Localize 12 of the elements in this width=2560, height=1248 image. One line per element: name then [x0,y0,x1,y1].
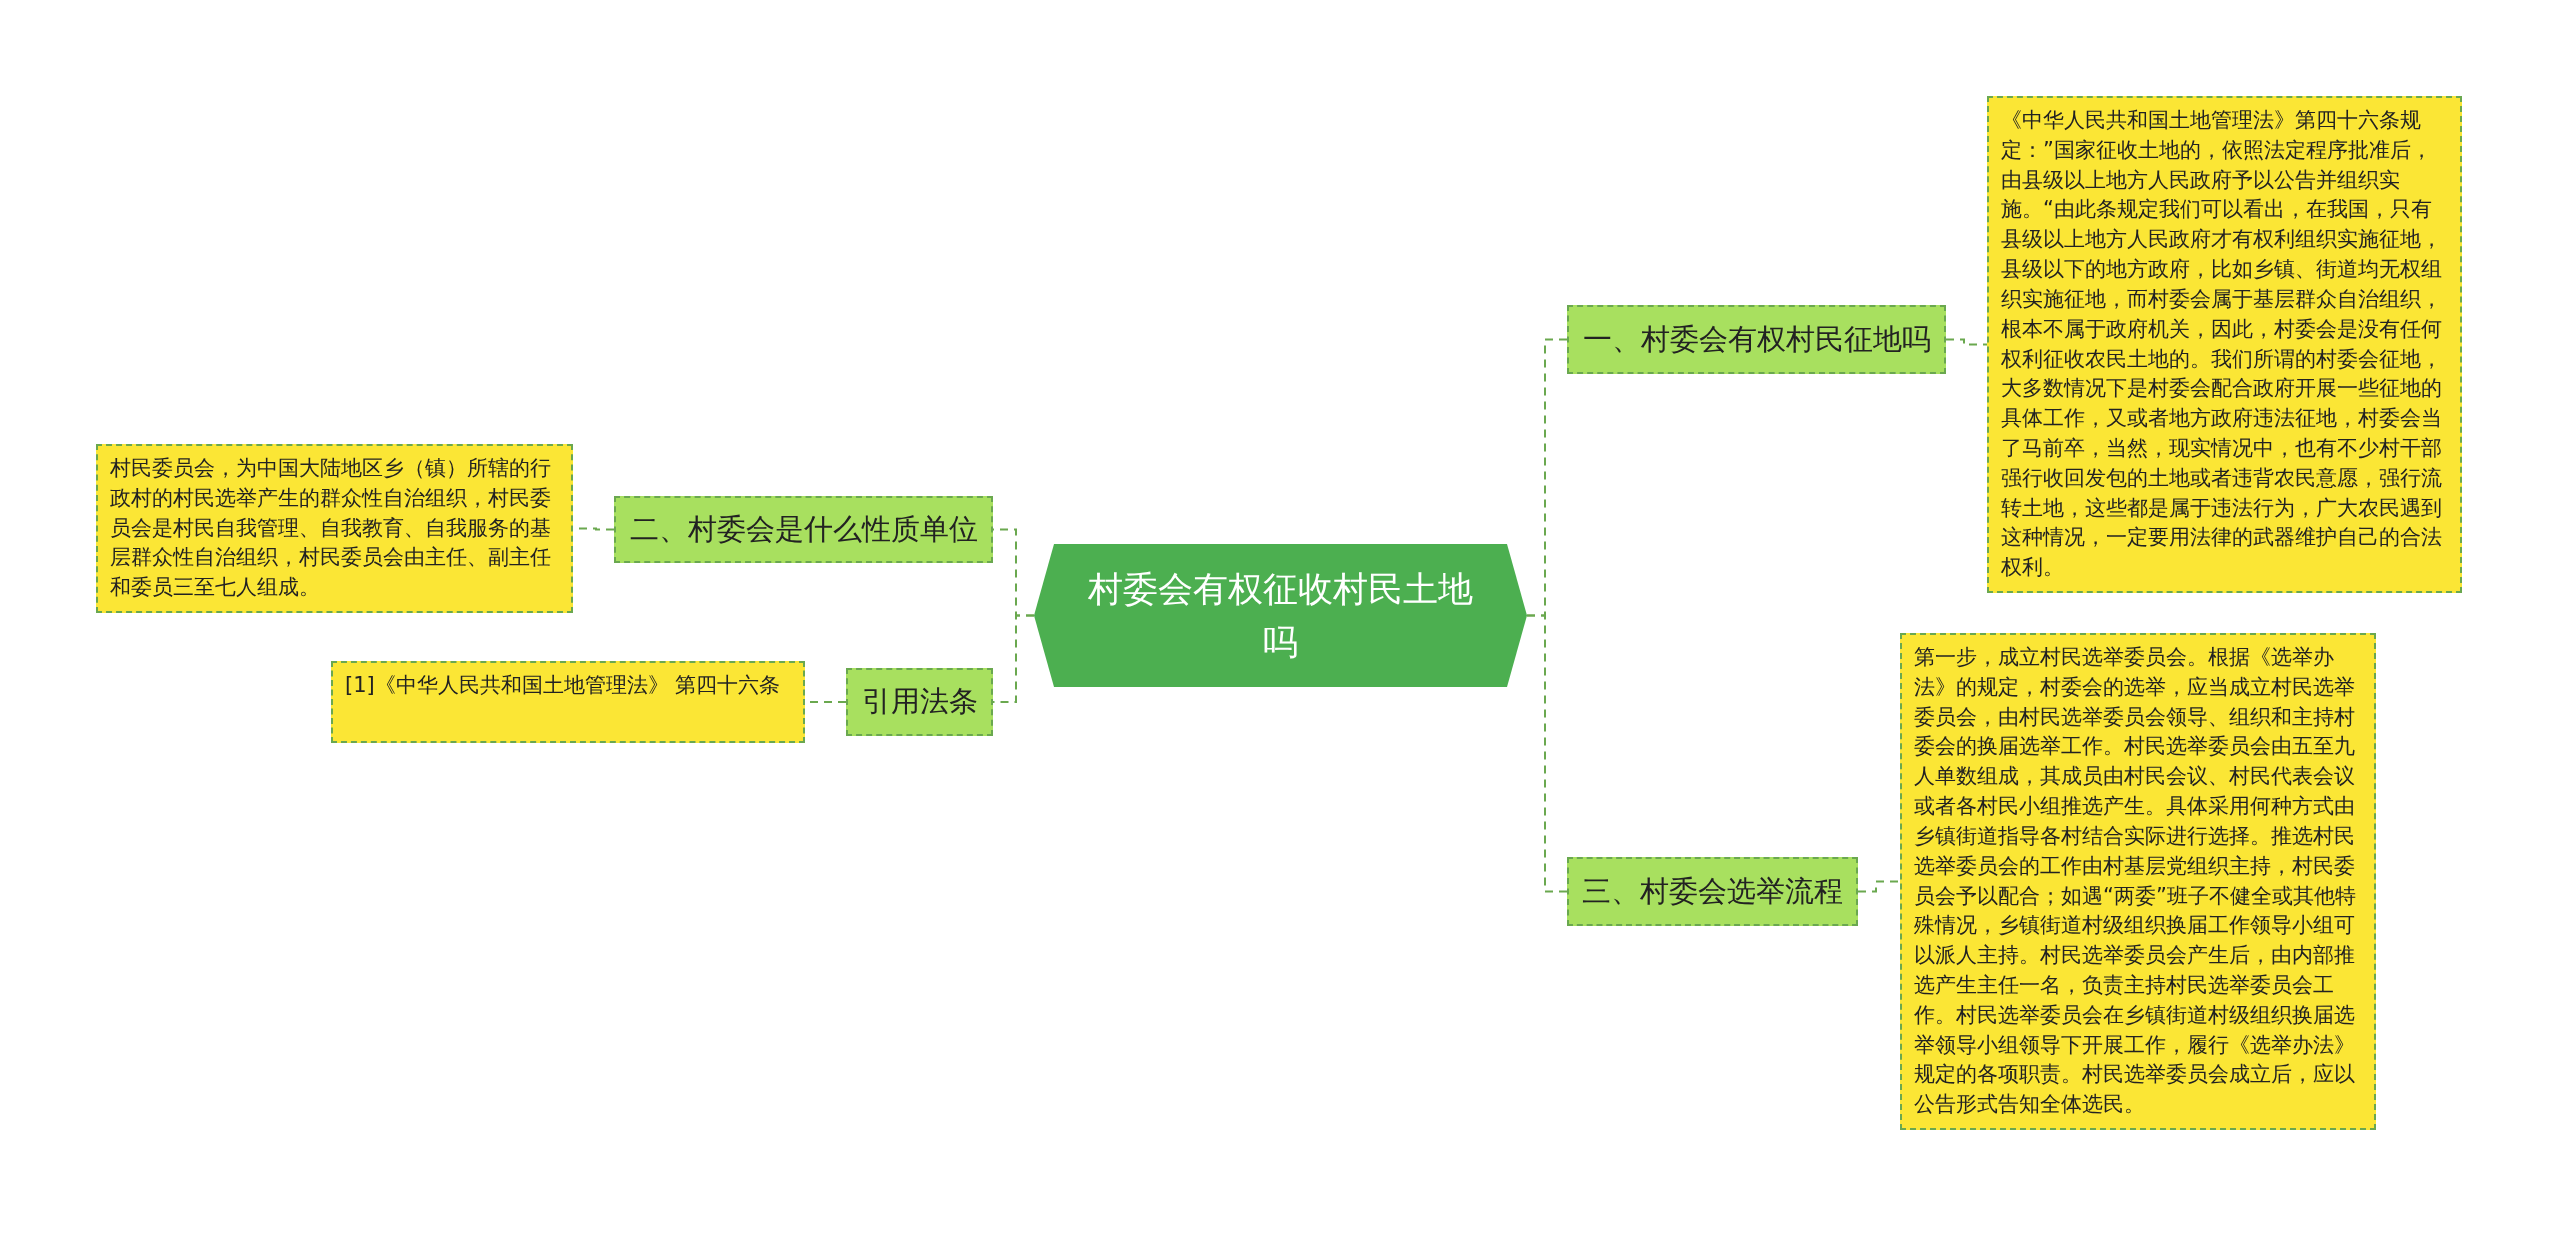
note-box: [1]《中华人民共和国土地管理法》 第四十六条 [331,661,805,743]
connector-line [1857,880,1901,893]
topic-box: 二、村委会是什么性质单位 [614,496,993,563]
note-box: 村民委员会，为中国大陆地区乡（镇）所辖的行政村的村民选举产生的群众性自治组织，村民委员会是村民自我管理、自我教育、自我服务的基层群众性自治组织，村民委员会由主任、副主任和委员三至七人组成。 [96,444,573,614]
topic-box: 一、村委会有权村民征地吗 [1567,305,1946,374]
topic-hexagon: 村委会有权征收村民土地吗 [1034,544,1527,687]
topic-box: 引用法条 [846,668,993,736]
note-box: 《中华人民共和国土地管理法》第四十六条规定：”国家征收土地的，依照法定程序批准后，由县级以上地方人民政府予以公告并组织实施。“由此条规定我们可以看出，在我国，只有县级以上地方人民政府才有权利组织实施征地，县级以下的地方政府，比如乡镇、街道均无权组织实施征地，而村委会属于基层群众自治组织，根本不属于政府机关，因此，村委会是没有任何权利征收农民土地的。我们所谓的村委会征地，大多数情况下是村委会配合政府开展一些征地的具体工作，又或者地方政府违法征地，村委会当了马前卒，当然，现实情况中，也有不少村干部强行收回发包的土地或者违背农民意愿，强行流转土地，这些都是属于违法行为，广大农民遇到这种情况，一定要用法律的武器维护自己的合法权利。 [1987,96,2462,593]
connector-line [1945,338,1988,346]
connector-line [1526,614,1568,893]
topic-box: 三、村委会选举流程 [1567,857,1858,926]
note-box: 第一步，成立村民选举委员会。根据《选举办法》的规定，村委会的选举，应当成立村民选举委员会，由村民选举委员会领导、组织和主持村委会的换届选举工作。村民选举委员会由五至九人单数组成，其成员由村民会议、村民代表会议或者各村民小组推选产生。具体采用何种方式由乡镇街道指导各村结合实际进行选择。推选村民选举委员会的工作由村基层党组织主持，村民委员会予以配合；如遇“两委”班子不健全或其他特殊情况，乡镇街道村级组织换届工作领导小组可以派人主持。村民选举委员会产生后，由内部推选产生主任一名，负责主持村民选举委员会工作。村民选举委员会在乡镇街道村级组织换届选举领导小组领导下开展工作，履行《选举办法》规定的各项职责。村民选举委员会成立后，应以公告形式告知全体选民。 [1900,633,2376,1130]
